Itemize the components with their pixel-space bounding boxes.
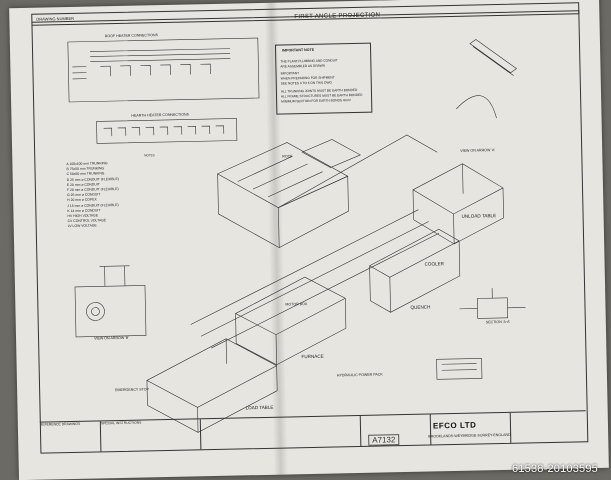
label-view-b: VIEW ON ARROW 'B' — [94, 335, 130, 341]
power-pack-detail — [436, 358, 483, 380]
roof-heater-schematic — [67, 37, 260, 103]
hearth-heater-schematic — [96, 118, 238, 144]
trunking-detail — [456, 39, 518, 119]
roof-assembly — [216, 139, 361, 249]
unload-table-frame — [412, 163, 504, 245]
drawing-sheet: DRAWING NUMBER FIRST ANGLE PROJECTION RO… — [9, 0, 609, 480]
handwritten-number: A7132 — [368, 434, 400, 446]
title-cell — [509, 411, 588, 443]
label-quench: QUENCH — [410, 304, 431, 310]
label-roof: ROOF — [282, 154, 293, 159]
side-view-b — [74, 265, 147, 338]
furnace-body — [234, 276, 347, 366]
load-table-frame — [146, 338, 278, 433]
label-cooler: COOLER — [424, 261, 445, 267]
cooler-frame — [368, 228, 461, 313]
label-view-a: VIEW ON ARROW 'A' — [460, 148, 496, 153]
isometric-line-drawing — [67, 37, 526, 433]
label-furnace: FURNACE — [301, 353, 324, 360]
label-section: SECTION 'A-A' — [485, 319, 511, 325]
company-name: EFCO LTD — [432, 420, 477, 431]
references-cell: REFERENCE DRAWINGS — [40, 421, 101, 452]
label-unload-table: UNLOAD TABLE — [461, 213, 497, 219]
conveyor-line — [190, 134, 440, 349]
revision-cell — [199, 415, 362, 450]
image-watermark: 61538-20103595 — [512, 463, 598, 475]
references-label: REFERENCE DRAWINGS — [39, 421, 81, 427]
special-instructions-cell: SPECIAL INSTRUCTIONS — [99, 419, 202, 452]
label-emergency-stop: EMERGENCY STOP — [115, 387, 150, 393]
label-motor-box: MOTOR BOX — [285, 302, 308, 307]
section-aa-detail — [459, 288, 526, 319]
special-instructions-label: SPECIAL INSTRUCTIONS — [100, 420, 142, 426]
label-load-table: LOAD TABLE — [245, 404, 274, 411]
